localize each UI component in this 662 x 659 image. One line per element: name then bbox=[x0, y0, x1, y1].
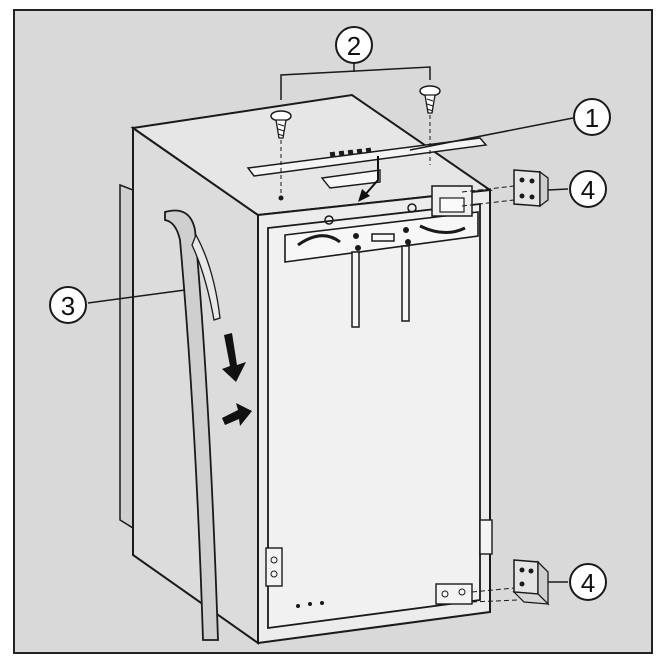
panel-hole bbox=[320, 601, 324, 605]
panel-hole bbox=[308, 602, 312, 606]
panel-hole bbox=[296, 604, 300, 608]
hinge-screw bbox=[270, 570, 278, 578]
hinge-screw bbox=[270, 556, 278, 564]
screw-left bbox=[270, 110, 292, 139]
top-trim bbox=[284, 211, 479, 263]
callout-4b-label: 4 bbox=[581, 568, 595, 598]
bottom-left-hinge bbox=[265, 547, 283, 587]
trim-slot-left bbox=[297, 234, 341, 247]
trim-slot-right bbox=[419, 224, 466, 234]
callout-1: 1 bbox=[573, 98, 611, 136]
callout-3-leader bbox=[87, 289, 186, 304]
bracket-top-guide bbox=[461, 185, 515, 193]
door-rail-right bbox=[401, 245, 410, 322]
hinge-screw bbox=[407, 203, 417, 213]
bracket-bottom-guide bbox=[471, 587, 515, 593]
callout-4a-label: 4 bbox=[581, 175, 595, 205]
door-rail-left bbox=[351, 251, 360, 328]
niche-side-panel bbox=[119, 183, 134, 530]
callout-4a-leader bbox=[547, 188, 569, 191]
vent-strip-fins bbox=[329, 147, 372, 158]
door-panel bbox=[267, 202, 481, 630]
callout-3: 3 bbox=[49, 286, 87, 324]
vent-hook bbox=[320, 169, 381, 189]
bracket-hole bbox=[458, 588, 466, 596]
vent-hook-arrow bbox=[363, 156, 379, 197]
bottom-bracket-plate bbox=[435, 583, 473, 605]
bracket-hole bbox=[441, 590, 449, 598]
hinge-screw bbox=[324, 215, 334, 225]
bracket-top-guide bbox=[461, 199, 515, 207]
screw-hole bbox=[278, 195, 284, 201]
callout-4b: 4 bbox=[569, 563, 607, 601]
bracket-bottom-right bbox=[512, 559, 550, 606]
callout-2: 2 bbox=[335, 26, 373, 64]
trim-hole bbox=[353, 233, 359, 239]
trim-hole bbox=[403, 227, 409, 233]
arrow-right bbox=[222, 403, 252, 426]
bracket-top-right bbox=[513, 169, 549, 208]
callout-1-leader bbox=[409, 117, 574, 151]
arrow-down bbox=[222, 333, 246, 382]
top-hinge-plate bbox=[439, 197, 465, 213]
callout-2-label: 2 bbox=[347, 31, 361, 61]
callout-2-bracket bbox=[280, 66, 431, 100]
callout-1-label: 1 bbox=[585, 103, 599, 133]
callout-4a: 4 bbox=[569, 170, 607, 208]
door-seal-lip bbox=[191, 233, 221, 321]
screw-right bbox=[419, 85, 441, 114]
vent-hook-arrowhead bbox=[358, 189, 370, 202]
callout-3-label: 3 bbox=[61, 291, 75, 321]
trim-hole bbox=[405, 239, 411, 245]
trim-slot-center bbox=[371, 233, 395, 242]
right-side-hinge bbox=[479, 519, 493, 555]
trim-hole bbox=[355, 245, 361, 251]
